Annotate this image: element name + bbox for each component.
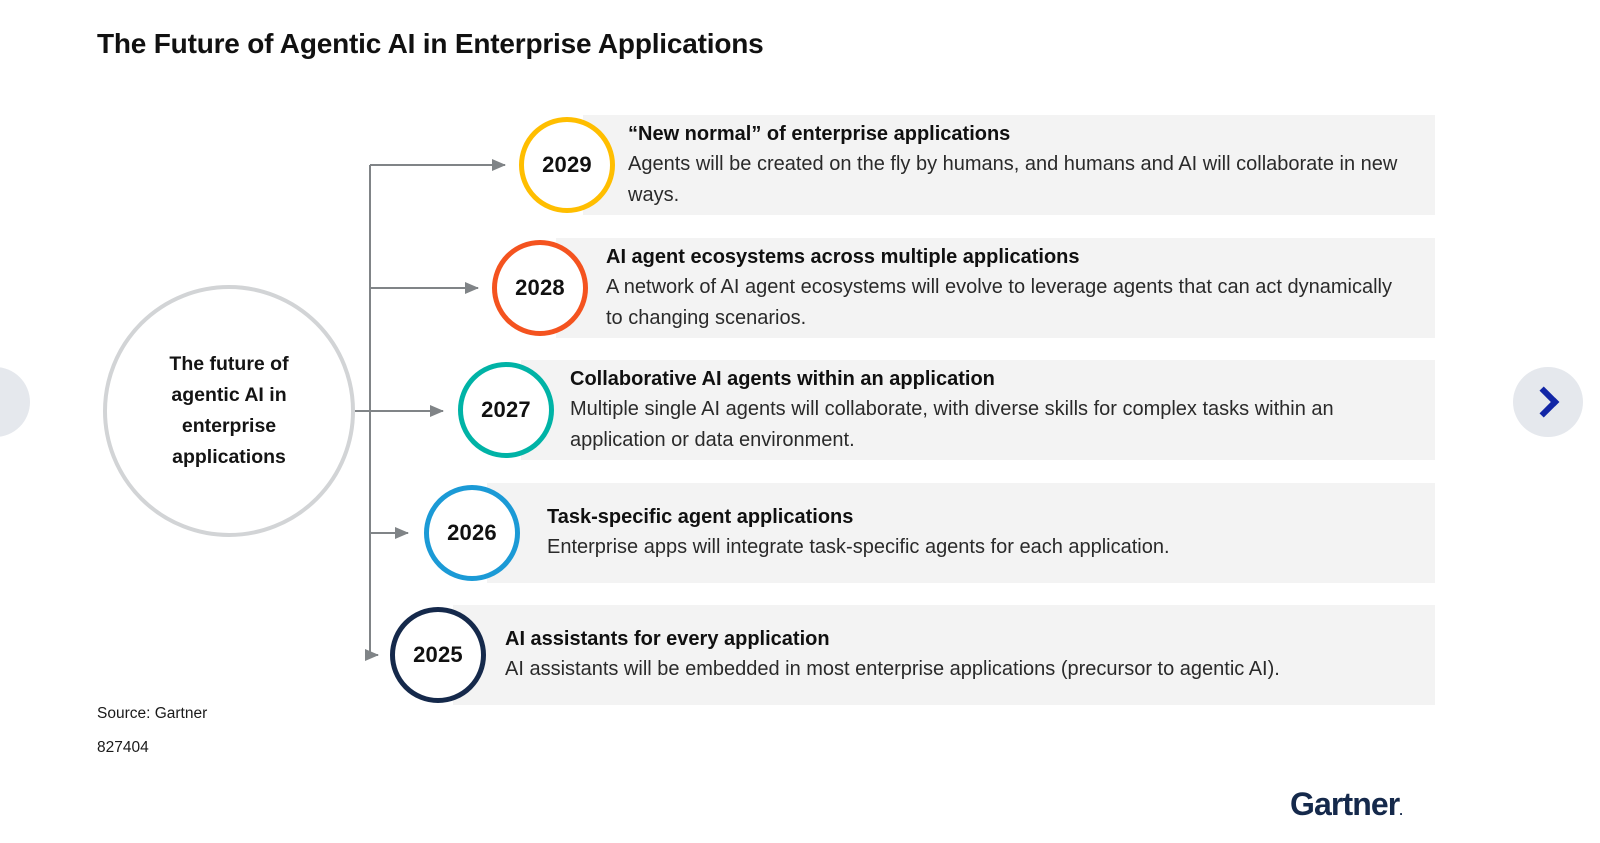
carousel-next-button[interactable] (1513, 367, 1583, 437)
chevron-right-icon (1528, 386, 1560, 418)
timeline-heading: AI agent ecosystems across multiple appl… (606, 245, 1080, 268)
timeline-heading: Task-specific agent applications (547, 506, 854, 529)
year-circle-2027[interactable]: 2027 (458, 362, 554, 458)
hub-circle: The future of agentic AI in enterprise a… (103, 285, 355, 537)
year-label: 2026 (447, 520, 497, 545)
year-circle-2025[interactable]: 2025 (390, 607, 486, 703)
timeline-heading: Collaborative AI agents within an applic… (570, 367, 995, 390)
timeline-row-text: Task-specific agent applications Enterpr… (547, 503, 1397, 563)
gartner-logo: Gartner. (1290, 786, 1403, 823)
timeline-row-2026[interactable]: Task-specific agent applications Enterpr… (487, 483, 1435, 583)
year-label: 2025 (413, 642, 463, 667)
year-circle-2028[interactable]: 2028 (492, 240, 588, 336)
timeline-heading: AI assistants for every application (505, 628, 830, 651)
timeline-row-text: AI agent ecosystems across multiple appl… (606, 243, 1406, 333)
source-id: 827404 (97, 739, 149, 756)
gartner-wordmark: Gartner (1290, 786, 1400, 822)
gartner-registered-mark: . (1399, 803, 1403, 818)
timeline-heading: “New normal” of enterprise applications (628, 122, 1011, 145)
chevron-left-icon (0, 386, 11, 418)
year-label: 2028 (515, 275, 565, 300)
timeline-row-2029[interactable]: “New normal” of enterprise applications … (583, 115, 1435, 215)
year-label: 2027 (481, 397, 531, 422)
year-circle-2029[interactable]: 2029 (519, 117, 615, 213)
hub-label: The future of agentic AI in enterprise a… (169, 353, 289, 468)
timeline-row-text: “New normal” of enterprise applications … (628, 120, 1418, 210)
source-label: Source: Gartner (97, 705, 208, 722)
carousel-prev-button[interactable] (0, 367, 30, 437)
timeline-body: Multiple single AI agents will collabora… (570, 398, 1334, 451)
timeline-row-2027[interactable]: Collaborative AI agents within an applic… (521, 360, 1435, 460)
timeline-row-2028[interactable]: AI agent ecosystems across multiple appl… (556, 238, 1435, 338)
timeline-row-text: AI assistants for every application AI a… (505, 625, 1385, 685)
timeline-body: Agents will be created on the fly by hum… (628, 153, 1398, 206)
timeline-row-2025[interactable]: AI assistants for every application AI a… (453, 605, 1435, 705)
year-circle-2026[interactable]: 2026 (424, 485, 520, 581)
page-title: The Future of Agentic AI in Enterprise A… (97, 28, 764, 59)
year-label: 2029 (542, 152, 592, 177)
timeline-body: A network of AI agent ecosystems will ev… (606, 276, 1392, 329)
timeline-row-text: Collaborative AI agents within an applic… (570, 365, 1390, 455)
timeline-body: AI assistants will be embedded in most e… (505, 658, 1280, 681)
timeline-body: Enterprise apps will integrate task-spec… (547, 536, 1170, 559)
